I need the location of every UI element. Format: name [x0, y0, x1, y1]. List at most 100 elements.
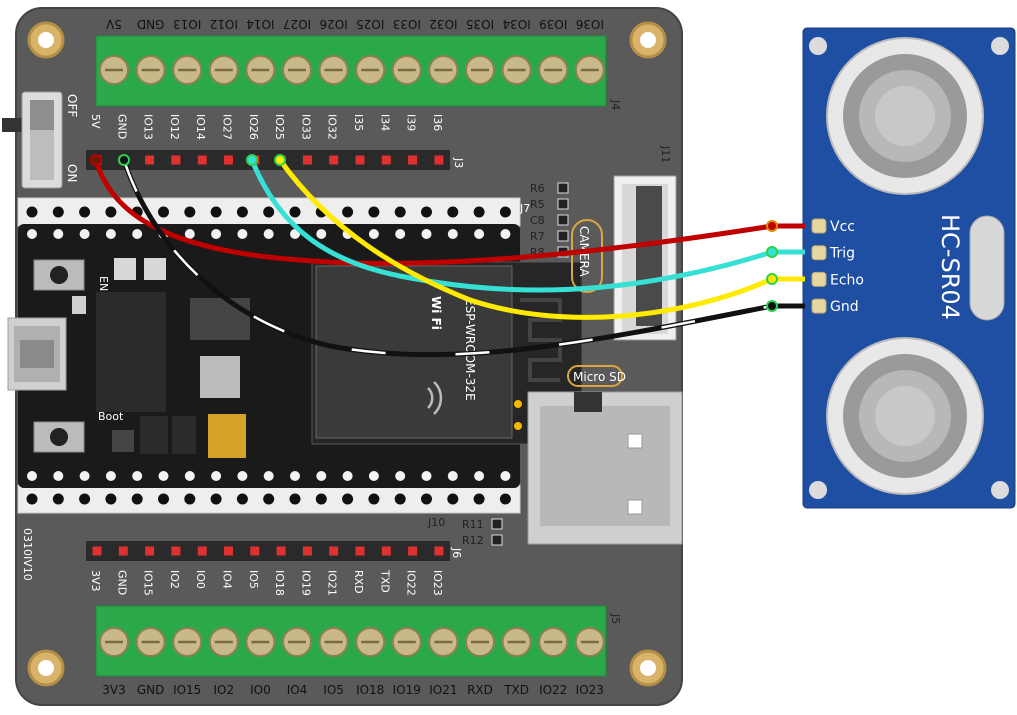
- header-pin[interactable]: [171, 546, 181, 556]
- bottom-terminal-label: GND: [137, 683, 165, 697]
- top-header-label: IO12: [168, 114, 181, 140]
- connector-j11-label: J11: [659, 145, 672, 163]
- socket-hole: [263, 206, 275, 218]
- esp-pin: [79, 229, 90, 239]
- top-header-label: IO27: [221, 114, 234, 140]
- bottom-header-label: IO5: [247, 570, 260, 589]
- sensor-pin[interactable]: [811, 298, 827, 314]
- en-button[interactable]: [33, 259, 85, 291]
- top-terminal-label: 5V: [105, 17, 122, 31]
- socket-hole: [499, 493, 511, 505]
- socket-hole: [210, 493, 222, 505]
- socket-hole: [421, 206, 432, 218]
- bottom-terminal-label: IO19: [393, 683, 421, 697]
- sensor-pin-label: Gnd: [830, 299, 859, 315]
- sensor-pin-label: Vcc: [830, 219, 855, 235]
- socket-hole: [473, 493, 485, 505]
- top-header-label: I35: [352, 114, 365, 131]
- socket-hole: [158, 206, 169, 218]
- esp-pin: [132, 471, 143, 481]
- wire-gnd-end-board: [118, 154, 130, 166]
- top-terminal-label: IO12: [210, 17, 238, 31]
- header-pin[interactable]: [355, 155, 365, 165]
- header-pin[interactable]: [224, 546, 233, 556]
- bottom-terminal-label: IO0: [250, 683, 271, 697]
- esp-pin: [500, 471, 511, 481]
- header-pin[interactable]: [145, 546, 155, 556]
- socket-hole: [210, 206, 222, 218]
- header-socket-j7-holes: [26, 206, 511, 218]
- bottom-header-label: IO21: [326, 570, 339, 596]
- header-pin[interactable]: [355, 546, 365, 556]
- esp-pin: [79, 471, 90, 481]
- version-label: 0310IV10: [21, 528, 34, 581]
- camera-label-frame: [571, 219, 603, 293]
- sensor-pin[interactable]: [811, 271, 827, 287]
- header-pin[interactable]: [118, 546, 128, 556]
- top-terminal-label: IO32: [429, 17, 457, 31]
- esp-pin: [263, 229, 274, 239]
- header-pin[interactable]: [381, 546, 391, 556]
- connector-j7-label: J7: [519, 202, 530, 215]
- header-pin[interactable]: [434, 155, 444, 165]
- esp-pin: [53, 471, 64, 481]
- power-switch[interactable]: [2, 91, 63, 189]
- top-header-label: IO25: [273, 114, 286, 140]
- bottom-terminal-label: RXD: [467, 683, 493, 697]
- header-pin[interactable]: [302, 155, 312, 165]
- wire-echo: [277, 158, 805, 320]
- header-pin[interactable]: [408, 155, 418, 165]
- resistor-label: R6: [530, 182, 545, 195]
- bottom-header-label: IO18: [273, 570, 286, 596]
- header-pin[interactable]: [381, 155, 391, 165]
- top-terminal-label: IO36: [576, 17, 604, 31]
- wire-vcc: [93, 159, 805, 266]
- wire-vcc-end-sensor: [766, 220, 778, 232]
- header-pin[interactable]: [171, 155, 181, 165]
- bottom-header-j6: [86, 541, 450, 561]
- header-pin[interactable]: [92, 546, 102, 556]
- resistor: [557, 214, 569, 226]
- wire-vcc-end-board: [90, 154, 102, 166]
- top-header-label: IO26: [247, 114, 260, 140]
- header-pin[interactable]: [145, 155, 155, 165]
- esp-pin: [421, 471, 432, 481]
- bottom-header-label: GND: [115, 570, 128, 595]
- socket-hole: [131, 493, 143, 505]
- top-header-label: IO33: [299, 114, 312, 140]
- bottom-terminal-label: IO18: [356, 683, 384, 697]
- wifi-icon: [427, 381, 443, 415]
- header-pin[interactable]: [224, 155, 233, 165]
- bottom-terminal-label: 3V3: [102, 683, 125, 697]
- header-pin[interactable]: [434, 546, 444, 556]
- socket-hole: [499, 206, 511, 218]
- header-pin[interactable]: [197, 155, 207, 165]
- socket-hole: [26, 206, 38, 218]
- resistor: [491, 518, 503, 530]
- sensor-pin[interactable]: [811, 245, 827, 261]
- bottom-terminal-label: IO22: [539, 683, 567, 697]
- boot-button[interactable]: [33, 421, 85, 453]
- header-pin[interactable]: [329, 546, 339, 556]
- header-pin[interactable]: [276, 546, 286, 556]
- socket-hole: [52, 493, 64, 505]
- bottom-header-label: IO22: [405, 570, 418, 596]
- esp-pin: [368, 471, 379, 481]
- sensor-pin[interactable]: [811, 218, 827, 234]
- top-header-label: I39: [405, 114, 418, 131]
- header-pin[interactable]: [250, 546, 260, 556]
- socket-hole: [289, 493, 301, 505]
- header-pin[interactable]: [329, 155, 339, 165]
- header-pin[interactable]: [302, 546, 312, 556]
- hc-sr04-sensor: [802, 27, 1016, 509]
- sd-label: Micro SD: [573, 370, 626, 384]
- header-pin[interactable]: [408, 546, 418, 556]
- socket-hole: [447, 493, 459, 505]
- bottom-header-label: TXD: [378, 569, 391, 593]
- top-header-label: I36: [431, 114, 444, 131]
- header-pin[interactable]: [197, 546, 207, 556]
- esp-pin: [474, 229, 485, 239]
